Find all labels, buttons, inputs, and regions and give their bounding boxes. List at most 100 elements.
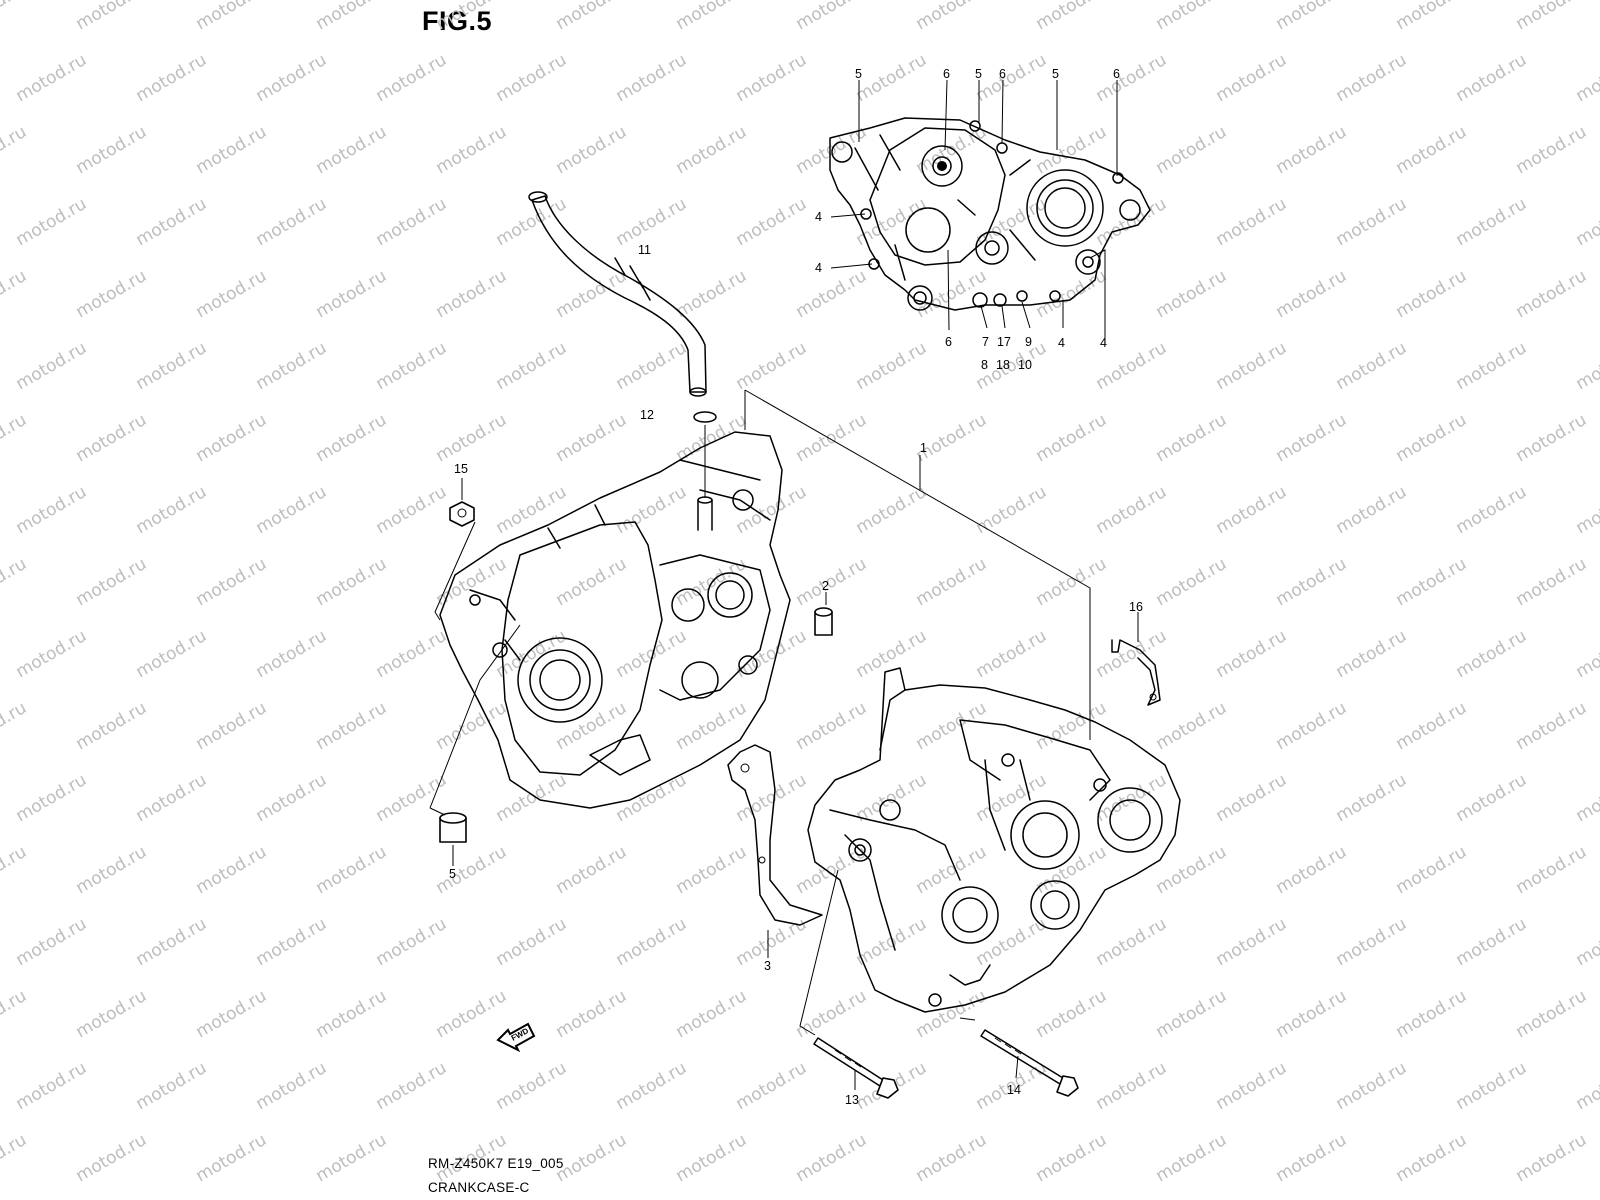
watermark-text: motod.ru xyxy=(1273,698,1351,754)
watermark-text: motod.ru xyxy=(1573,194,1600,250)
watermark-text: motod.ru xyxy=(1333,338,1411,394)
figure-title: FIG.5 xyxy=(422,6,493,36)
watermark-text: motod.ru xyxy=(13,338,91,394)
watermark-text: motod.ru xyxy=(0,698,30,754)
watermark-text: motod.ru xyxy=(193,410,271,466)
watermark-text: motod.ru xyxy=(1573,770,1600,826)
callout-4b: 4 xyxy=(815,261,822,275)
watermark-text: motod.ru xyxy=(1273,986,1351,1042)
watermark-text: motod.ru xyxy=(493,482,571,538)
callout-4c: 4 xyxy=(1058,336,1065,350)
callout-16: 16 xyxy=(1129,600,1143,614)
watermark-text: motod.ru xyxy=(133,626,211,682)
watermark-text: motod.ru xyxy=(253,50,331,106)
dowel-pin xyxy=(814,592,833,636)
bolt-short xyxy=(799,869,899,1099)
watermark-text: motod.ru xyxy=(973,770,1051,826)
watermark-text: motod.ru xyxy=(313,122,391,178)
watermark-text: motod.ru xyxy=(853,626,931,682)
watermark-text: motod.ru xyxy=(1153,842,1231,898)
watermark-text: motod.ru xyxy=(1273,0,1351,34)
callout-15: 15 xyxy=(454,462,468,476)
watermark-text: motod.ru xyxy=(253,338,331,394)
watermark-text: motod.ru xyxy=(733,194,811,250)
watermark-text: motod.ru xyxy=(493,1058,571,1114)
callout-4: 4 xyxy=(815,210,822,224)
watermark-text: motod.ru xyxy=(793,698,871,754)
watermark-text: motod.ru xyxy=(193,122,271,178)
watermark-text: motod.ru xyxy=(313,410,391,466)
watermark-text: motod.ru xyxy=(1033,410,1111,466)
watermark-text: motod.ru xyxy=(1393,122,1471,178)
watermark-text: motod.ru xyxy=(793,410,871,466)
watermark-text: motod.ru xyxy=(853,194,931,250)
watermark-text: motod.ru xyxy=(1093,914,1171,970)
watermark-text: motod.ru xyxy=(1153,122,1231,178)
watermark-text: motod.ru xyxy=(913,554,991,610)
callout-3: 3 xyxy=(764,959,771,973)
watermark-text: motod.ru xyxy=(793,554,871,610)
callout-14: 14 xyxy=(1007,1083,1021,1097)
watermark-text: motod.ru xyxy=(553,842,631,898)
watermark-text: motod.ru xyxy=(13,914,91,970)
watermark-text: motod.ru xyxy=(193,0,271,34)
watermark-text: motod.ru xyxy=(1393,1130,1471,1186)
watermark-text: motod.ru xyxy=(1333,1058,1411,1114)
watermark-text: motod.ru xyxy=(1513,266,1591,322)
watermark-text: motod.ru xyxy=(1513,554,1591,610)
callout-4d: 4 xyxy=(1100,336,1107,350)
wire-bracket xyxy=(1111,612,1161,706)
watermark-text: motod.ru xyxy=(313,986,391,1042)
watermark-text: motod.ru xyxy=(193,986,271,1042)
watermark-text: motod.ru xyxy=(733,1058,811,1114)
watermark-text: motod.ru xyxy=(313,554,391,610)
watermark-text: motod.ru xyxy=(13,194,91,250)
watermark-text: motod.ru xyxy=(553,1130,631,1186)
nut xyxy=(434,478,476,621)
hose-clamp xyxy=(693,411,717,423)
callout-6b: 6 xyxy=(999,67,1006,81)
callout-6d: 6 xyxy=(945,335,952,349)
watermark-text: motod.ru xyxy=(193,842,271,898)
watermark-text: motod.ru xyxy=(1333,770,1411,826)
watermark-text: motod.ru xyxy=(1213,194,1291,250)
watermark-text: motod.ru xyxy=(133,194,211,250)
watermark-text: motod.ru xyxy=(613,482,691,538)
watermark-text: motod.ru xyxy=(1093,194,1171,250)
watermark-text: motod.ru xyxy=(613,338,691,394)
watermark-text: motod.ru xyxy=(853,338,931,394)
watermark-text: motod.ru xyxy=(913,698,991,754)
watermark-text: motod.ru xyxy=(1213,914,1291,970)
watermark-text: motod.ru xyxy=(13,770,91,826)
watermark-text: motod.ru xyxy=(253,1058,331,1114)
watermark-text: motod.ru xyxy=(0,986,30,1042)
watermark-text: motod.ru xyxy=(13,626,91,682)
watermark-text: motod.ru xyxy=(0,842,30,898)
watermark-text: motod.ru xyxy=(1573,482,1600,538)
watermark-text: motod.ru xyxy=(1093,50,1171,106)
breather-hose xyxy=(528,191,707,397)
watermark-text: motod.ru xyxy=(433,0,511,34)
watermark-text: motod.ru xyxy=(613,1058,691,1114)
watermark-text: motod.ru xyxy=(133,914,211,970)
watermark-text: motod.ru xyxy=(253,194,331,250)
watermark-text: motod.ru xyxy=(853,50,931,106)
watermark-text: motod.ru xyxy=(253,626,331,682)
watermark-text: motod.ru xyxy=(913,0,991,34)
watermark-text: motod.ru xyxy=(73,554,151,610)
watermark-text: motod.ru xyxy=(13,482,91,538)
watermark-text: motod.ru xyxy=(1453,50,1531,106)
callout-6c: 6 xyxy=(1113,67,1120,81)
watermark-text: motod.ru xyxy=(1513,842,1591,898)
callout-2: 2 xyxy=(822,579,829,593)
watermark-text: motod.ru xyxy=(613,50,691,106)
watermark-text: motod.ru xyxy=(553,122,631,178)
watermark-text: motod.ru xyxy=(1153,410,1231,466)
watermark-text: motod.ru xyxy=(373,914,451,970)
watermark-text: motod.ru xyxy=(133,482,211,538)
watermark-text: motod.ru xyxy=(1033,554,1111,610)
assembly-bracket xyxy=(744,389,1091,740)
watermark-text: motod.ru xyxy=(1273,266,1351,322)
watermark-text: motod.ru xyxy=(193,554,271,610)
callout-5: 5 xyxy=(855,67,862,81)
